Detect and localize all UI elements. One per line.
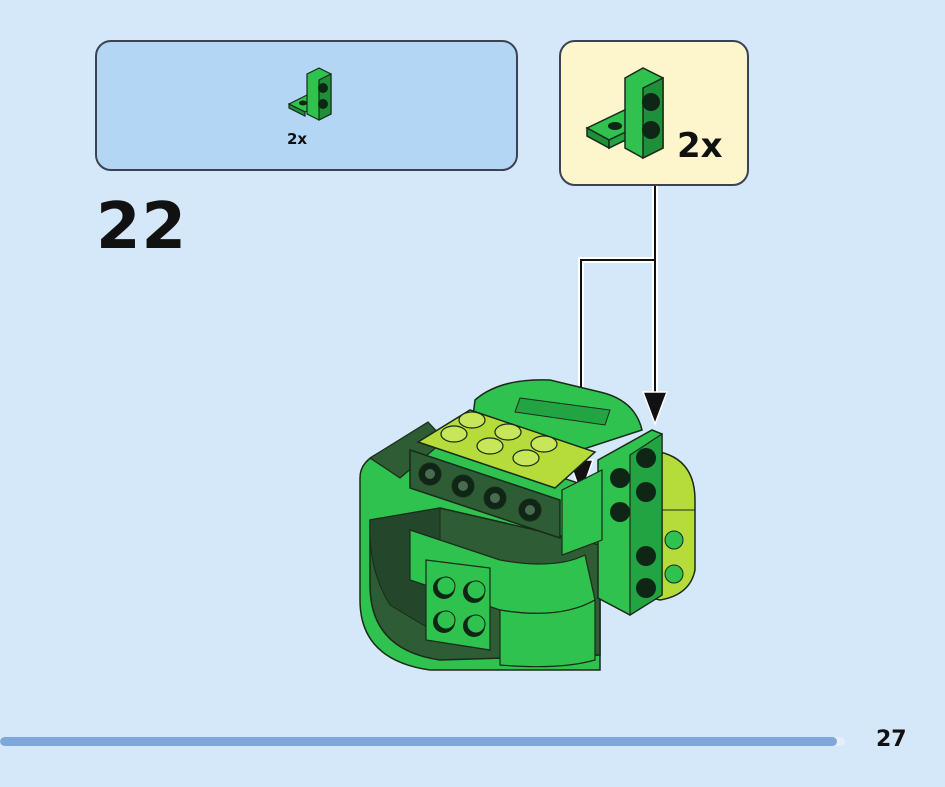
step-number: 22 — [96, 190, 188, 264]
page-progress-bar — [0, 737, 845, 746]
page-progress-fill — [0, 737, 837, 746]
page-number: 27 — [876, 727, 907, 752]
green-bracket-1x2-2x2-icon — [585, 67, 664, 160]
parts-quantity: 2x — [287, 130, 308, 148]
parts-list-box: 2x — [95, 40, 518, 171]
brick-model-illustration — [359, 379, 696, 671]
green-bracket-1x2-2x2-icon — [287, 67, 332, 121]
callout-box: 2x — [559, 40, 749, 186]
callout-quantity: 2x — [677, 126, 723, 166]
